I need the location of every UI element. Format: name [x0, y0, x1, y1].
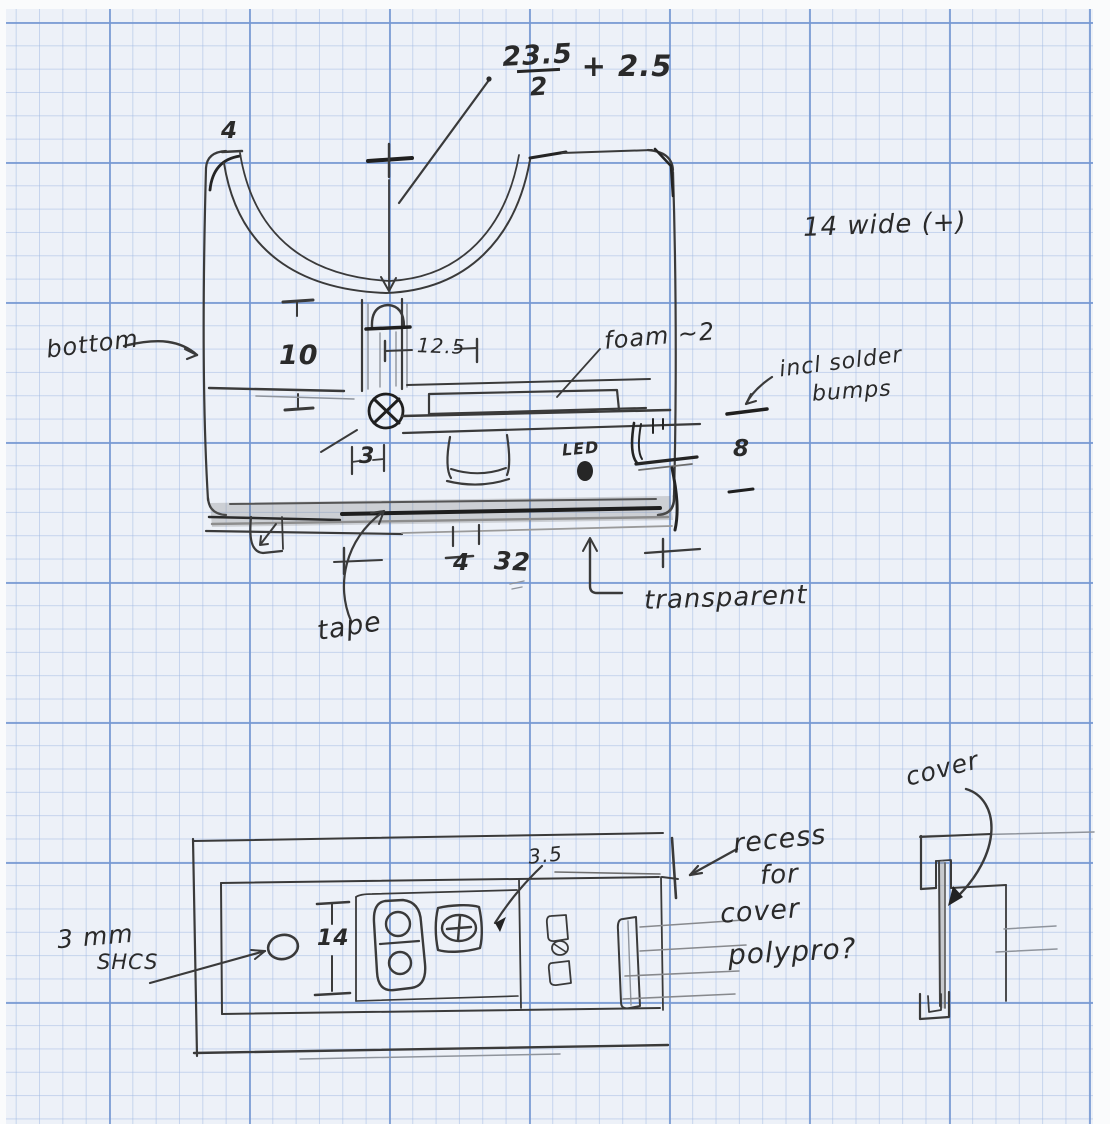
foam-leader: [556, 348, 601, 398]
recess-step: [554, 836, 679, 900]
recess-note-line2: for: [759, 859, 800, 891]
dim-3-label: 3: [359, 444, 376, 469]
small-components: [545, 914, 572, 987]
tape-arrow: [342, 509, 386, 623]
shcs-note-line2: SHCS: [97, 950, 159, 974]
shcs-hole: [148, 933, 300, 985]
solder-arrow-dim8: [725, 375, 774, 494]
cover-side-view-sketch: [918, 787, 1095, 1021]
recess-note-line4: polypro?: [727, 931, 858, 972]
scan-edge-left: [0, 0, 6, 1124]
dim-3-5-label: 3.5: [526, 841, 564, 869]
cover-strip: [938, 860, 946, 1009]
solder-note-line2: bumps: [811, 376, 893, 407]
scan-edge-right: [1093, 0, 1110, 1124]
dim-14-label: 14: [317, 926, 350, 951]
center-post: [360, 297, 412, 393]
pcb-and-foam: [400, 378, 702, 435]
bottom-tab: [249, 515, 284, 555]
dim-4-32: [333, 523, 702, 590]
dim-3-5-arrow: [493, 864, 544, 932]
dim-10-label: 10: [279, 340, 319, 371]
dim-12-5: [383, 337, 479, 364]
formula-suffix: + 2.5: [581, 49, 673, 83]
dim-8-label: 8: [733, 436, 751, 462]
slot-two-holes: [372, 898, 427, 992]
scan-edge-top: [0, 0, 1110, 9]
u-notch: [223, 152, 531, 294]
width-note: 14 wide (+): [802, 207, 968, 243]
bottom-strip: [204, 496, 673, 536]
bent-bracket: [630, 418, 699, 532]
connector: [616, 916, 747, 1010]
recess-arrow: [688, 847, 739, 877]
centerline-cross: [366, 142, 414, 292]
cover-arrow: [948, 787, 993, 906]
led-label: LED: [561, 437, 601, 460]
formula-numerator: 23.5: [501, 38, 574, 73]
bottom-view-sketch: [148, 832, 747, 1060]
wires: [622, 919, 747, 1000]
corner-radius-label: 4: [221, 118, 239, 144]
screw-pad: [434, 904, 483, 953]
screw-symbol: [367, 392, 405, 430]
dim-12-5-label: 12.5: [416, 333, 466, 359]
component-plate: [355, 889, 519, 1002]
led-dot: [577, 461, 593, 481]
formula-leader: [397, 78, 491, 205]
recess-note-line3: cover: [719, 893, 802, 930]
dim-4-label: 4: [453, 550, 471, 576]
dim-14: [313, 900, 352, 997]
dim-3: [350, 443, 386, 476]
dim-10: [281, 298, 315, 412]
bottom-label-arrow: [122, 340, 199, 361]
top-view-sketch: [122, 76, 774, 623]
transparent-arrow: [582, 537, 624, 595]
bracket-u: [445, 433, 511, 486]
transparent-label: transparent: [643, 580, 809, 616]
shcs-note-line1: 3 mm: [55, 918, 135, 955]
formula-denominator: 2: [517, 67, 561, 101]
notch-formula: 23.5 2 + 2.5: [501, 38, 673, 101]
dim-32-label: 32: [493, 546, 532, 577]
